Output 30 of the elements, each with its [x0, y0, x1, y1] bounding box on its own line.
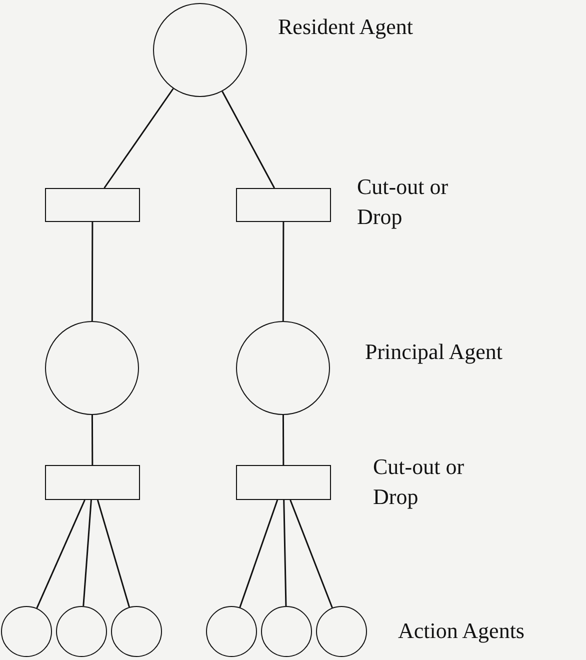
cutout-box [45, 188, 140, 222]
agent-circle [45, 321, 139, 415]
node-caption: Principal Agent [365, 338, 504, 366]
cutout-box [45, 465, 140, 500]
group-label: Action Agents [398, 617, 524, 645]
connector-line [36, 500, 86, 608]
connector-line [82, 500, 92, 606]
connector-line [91, 415, 94, 465]
cutout-box [236, 188, 331, 222]
connector-line [282, 222, 284, 321]
connector-line [222, 91, 275, 188]
agent-circle [316, 606, 367, 657]
agent-circle [153, 3, 247, 97]
connector-line [283, 500, 287, 606]
agent-circle [236, 321, 330, 415]
connector-line [96, 500, 130, 608]
connector-line [290, 500, 333, 608]
node-caption: Cut-out or Drop [357, 173, 450, 231]
agent-circle [56, 606, 107, 657]
agent-circle [111, 606, 162, 657]
connector-line [104, 88, 174, 188]
node-caption: Resident Agent [278, 13, 414, 41]
agent-circle [1, 606, 52, 657]
connector-line [239, 500, 278, 608]
connector-line [91, 222, 94, 321]
cutout-box [236, 465, 331, 500]
agent-circle [261, 606, 312, 657]
node-caption: Cut-out or Drop [373, 453, 466, 511]
agent-circle [206, 606, 257, 657]
connector-line [282, 415, 284, 465]
